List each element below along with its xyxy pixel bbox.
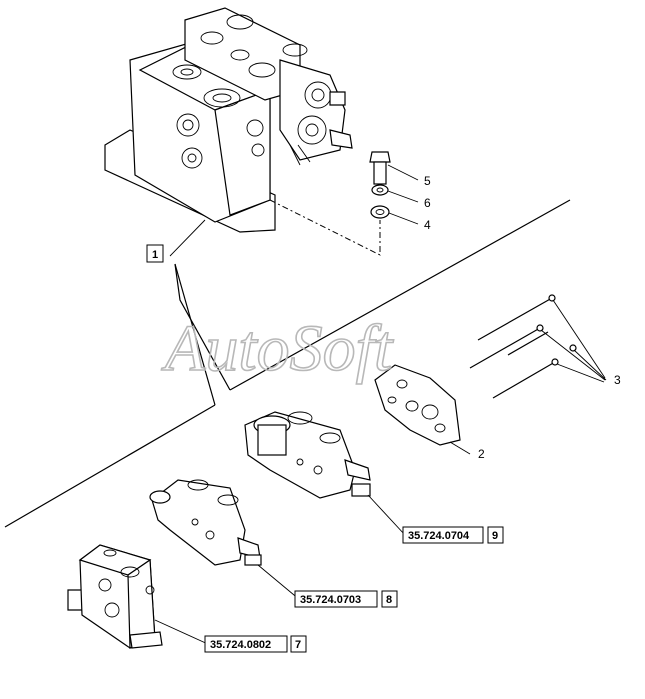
ref-box-9: 35.724.0704 9 xyxy=(402,526,504,544)
ref-code-8: 35.724.0703 xyxy=(300,594,361,606)
valve-section-8 xyxy=(149,479,301,601)
tie-rods xyxy=(469,294,607,399)
ref-item-9: 9 xyxy=(492,530,498,542)
ref-box-7: 35.724.0802 7 xyxy=(204,635,307,653)
section-divider xyxy=(4,199,571,528)
callout-3: 3 xyxy=(614,373,621,387)
watermark-text: AutoSoft xyxy=(161,312,394,385)
leaders-small-parts xyxy=(387,164,419,225)
callout-4: 4 xyxy=(424,218,431,232)
inlet-block-7 xyxy=(67,544,211,649)
bracket-plate xyxy=(374,364,471,455)
leader-1 xyxy=(169,219,206,257)
callout-5: 5 xyxy=(424,174,431,188)
ref-code-9: 35.724.0704 xyxy=(408,530,470,542)
ref-item-8: 8 xyxy=(386,594,392,606)
callout-6: 6 xyxy=(424,196,431,210)
callout-1-box xyxy=(146,244,164,263)
ref-code-7: 35.724.0802 xyxy=(210,639,271,651)
callout-2: 2 xyxy=(478,447,485,461)
ref-box-8: 35.724.0703 8 xyxy=(294,590,398,608)
callout-1: 1 xyxy=(152,249,158,261)
main-valve-assembly xyxy=(104,7,381,256)
ref-item-7: 7 xyxy=(295,639,301,651)
valve-section-9 xyxy=(244,411,406,536)
bolt-washer-stack xyxy=(369,151,391,219)
